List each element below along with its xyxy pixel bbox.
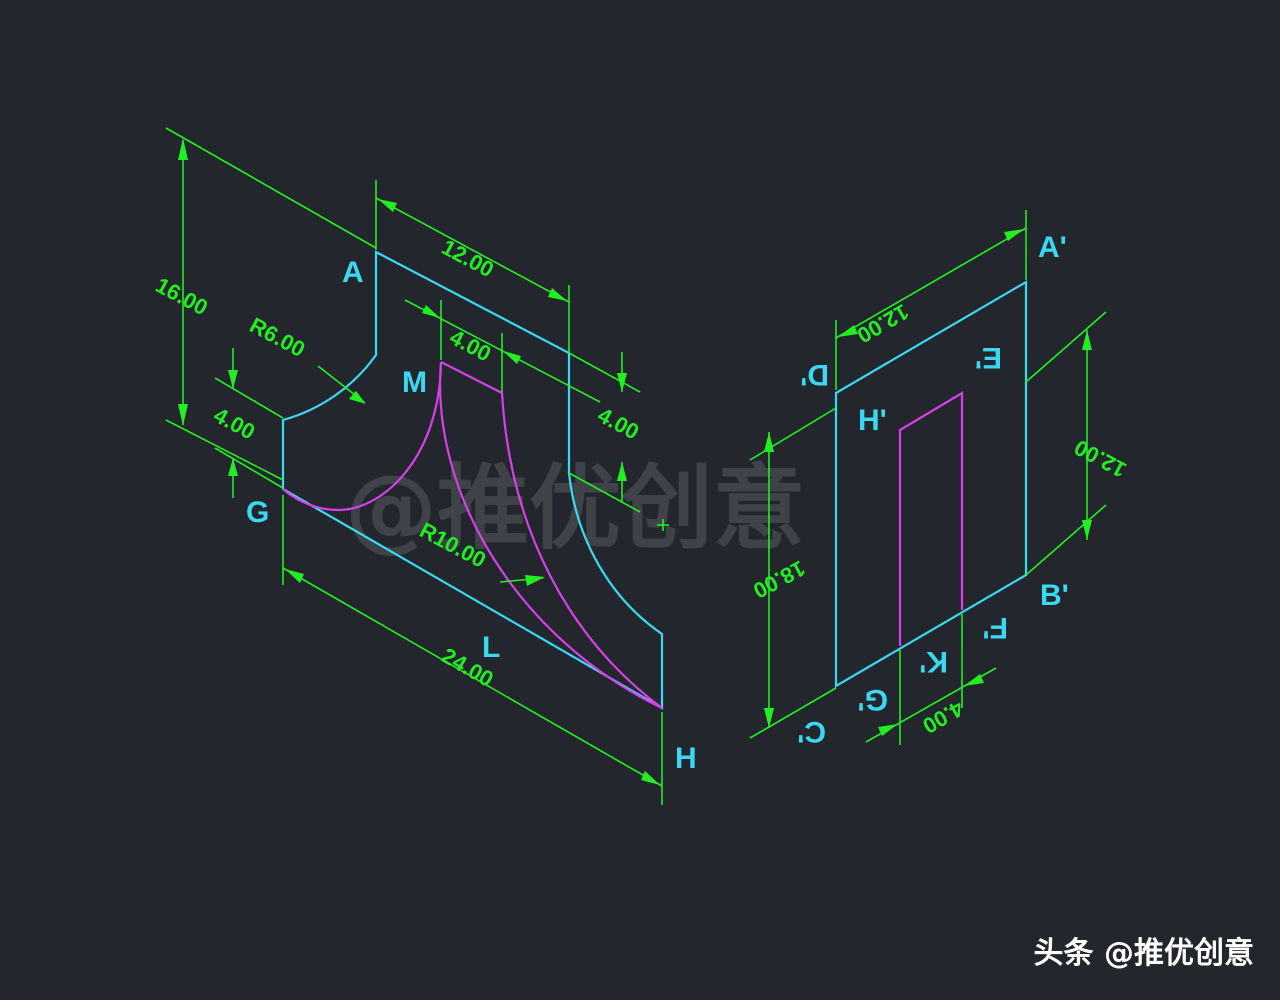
center-mark [657,519,669,531]
dim-4-right-ext-top [568,352,641,393]
dim-4-left-arrow-top [228,370,238,389]
right-view: 12.00 12.00 18.00 4.00 A' D' [749,210,1130,748]
point-label-A-prime: A' [1038,231,1067,264]
dim-4-right-arrow-top [617,373,627,392]
r6-label: R6.00 [246,312,310,362]
dim-r12-right-arrow-top [1082,330,1092,350]
dim-24-line [282,567,663,787]
point-label-M: M [402,366,427,399]
dim-12-arrow-right [548,288,567,301]
point-label-H-prime: H' [858,404,887,437]
dim-r4-arrow-left [878,724,898,736]
dim-r12-arrow-right [1004,229,1024,241]
point-label-G: G [246,496,269,529]
left-view-outline [281,250,664,710]
dim-16-ext-bottom [165,419,284,481]
dim-r12-right-ext-bottom [1025,504,1107,576]
dim-16-arrow-top [178,138,188,160]
dim-16-ext-top [165,127,377,249]
point-label-A: A [342,256,364,289]
point-label-G-prime: G' [858,683,888,716]
dim-4-right-label: 4.00 [594,402,644,444]
dim-r12-top-line [835,227,1027,339]
dim-4-right-ext-bottom [568,472,641,513]
dim-12-arrow-left [378,199,397,212]
dim-r12-top-label: 12.00 [853,299,913,348]
dim-r12-right-ext-top [1025,311,1107,383]
dim-r18-arrow-top [764,432,774,452]
dim-4-top-label: 4.00 [446,324,496,366]
r10-arrow [525,575,545,586]
dim-24-arrow-right [641,771,660,785]
dim-r18-arrow-bottom [764,708,774,728]
dim-r4-arrow-right [964,674,984,686]
dim-r12-right-arrow-bottom [1082,520,1092,540]
point-label-D-prime: D' [800,358,829,391]
dim-r18-ext-top [749,407,837,461]
dim-r4-label: 4.00 [918,696,968,739]
dim-4-left-ext-top [214,377,284,419]
point-label-E-prime: E' [975,341,1002,374]
dim-r12-right-label: 12.00 [1070,435,1130,483]
dim-12-line [375,197,570,303]
source-credit: 头条 @推优创意 [1033,936,1254,971]
point-label-K-prime: K' [919,645,948,678]
dim-24-arrow-left [285,569,304,583]
dim-4-left-arrow-bottom [228,458,238,476]
point-label-H: H [675,742,697,775]
point-label-F-prime: F' [983,611,1008,644]
dim-r18-ext-bottom [749,687,837,739]
left-view-hidden-curves [282,361,663,709]
point-label-L: L [482,631,500,664]
point-label-C-prime: C' [797,715,826,748]
dim-r18-label: 18.00 [749,556,809,604]
dim-4-right-arrow-bottom [617,462,627,481]
dim-16-label: 16.00 [152,272,212,320]
dim-16-arrow-bottom [178,404,188,426]
dim-12-label: 12.00 [438,234,498,282]
dim-4-top-arrow-right [503,351,521,364]
right-view-slot [898,391,964,646]
dim-4-left-ext-bottom [214,447,284,489]
dim-4-top-arrow-left [422,305,440,318]
point-label-B-prime: B' [1040,579,1069,612]
r6-arrow [349,391,366,404]
dim-4-left-label: 4.00 [210,402,260,444]
dim-r12-arrow-left [838,325,858,337]
